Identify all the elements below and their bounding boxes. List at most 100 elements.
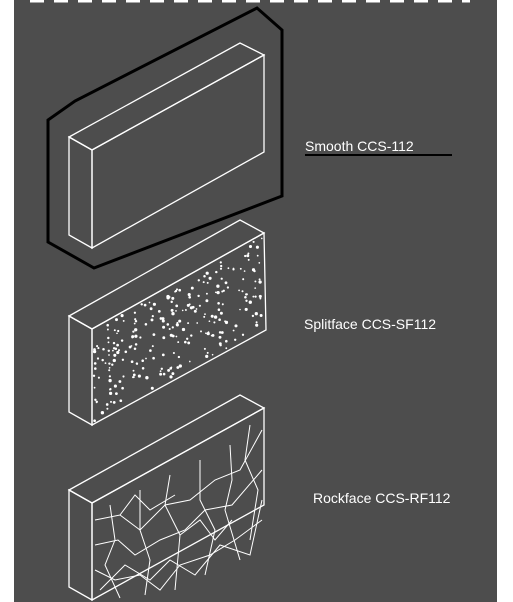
smooth-block[interactable] [67,42,266,250]
speckle-dot [255,321,258,324]
speckle-dot [150,318,154,322]
speckle-dot [205,332,207,335]
speckle-dot [92,374,96,378]
speckle-dot [244,254,247,258]
speckle-dot [247,252,250,255]
speckle-dot [159,317,163,320]
splitface-label[interactable]: Splitface CCS-SF112 [304,316,437,332]
speckle-dot [254,280,257,283]
speckle-dot [184,309,187,311]
speckle-dot [110,400,112,403]
speckle-dot [224,281,228,285]
speckle-dot [93,362,97,365]
speckle-dot [216,284,220,288]
speckle-dot [116,350,120,355]
speckle-dot [136,362,139,365]
speckle-dot [149,349,152,352]
speckle-dot [108,375,111,378]
speckle-dot [200,330,202,333]
speckle-dot [178,288,182,292]
speckle-dot [215,270,218,274]
speckle-dot [113,384,117,388]
speckle-dot [178,364,182,368]
speckle-dot [159,372,163,376]
speckle-dot [248,244,253,249]
speckle-dot [244,296,247,299]
speckle-dot [132,373,136,377]
speckle-dot [120,314,124,318]
speckle-dot [244,307,248,311]
speckle-dot [107,341,110,344]
speckle-dot [248,300,252,304]
speckle-dot [198,304,201,307]
speckle-dot [190,286,194,290]
speckle-dot [214,291,217,294]
speckle-dot [112,347,116,350]
speckle-dot [108,362,111,365]
speckle-dot [171,326,174,329]
speckle-dot [133,347,137,351]
speckle-dot [219,267,223,270]
speckle-dot [187,341,191,345]
speckle-dot [208,320,211,323]
speckle-dot [203,274,206,278]
speckle-dot [112,349,114,352]
speckle-dot [205,292,208,295]
speckle-dot [159,370,162,372]
speckle-dot [256,254,259,257]
speckle-dot [193,309,197,313]
speckle-dot [162,372,166,376]
speckle-dot [254,287,257,289]
speckle-dot [175,288,179,291]
speckle-dot [252,240,255,243]
speckle-dot [206,351,209,354]
speckle-dot [130,360,134,364]
speckle-dot [260,237,263,240]
speckle-dot [187,322,190,325]
speckle-dot [171,334,175,338]
speckle-dot [258,278,261,281]
speckle-dot [157,310,161,313]
speckle-dot [115,318,118,322]
speckle-dot [104,362,107,364]
speckle-dot [227,267,230,270]
rockface-label[interactable]: Rockface CCS-RF112 [313,490,451,506]
speckle-dot [258,280,262,284]
speckle-dot [189,306,193,310]
speckle-dot [172,351,175,355]
speckle-dot [117,329,120,333]
selection-underline [305,154,452,156]
speckle-dot [225,347,228,350]
speckle-dot [111,363,114,366]
speckle-dot [122,375,125,378]
speckle-dot [206,331,210,336]
splitface-block[interactable] [67,219,267,427]
speckle-dot [239,267,242,270]
smooth-label[interactable]: Smooth CCS-112 [305,138,414,154]
speckle-dot [133,311,137,314]
speckle-dot [133,322,136,325]
speckle-dot [211,333,215,337]
speckle-dot [92,349,97,354]
selection-outline[interactable] [46,6,284,270]
speckle-dot [186,337,189,340]
speckle-dot [145,376,149,380]
speckle-dot [112,358,116,363]
speckle-dot [106,407,109,410]
speckle-dot [245,293,248,296]
speckle-dot [258,294,262,298]
speckle-dot [242,278,245,281]
rockface-block[interactable] [67,394,266,602]
speckle-dot [176,323,179,327]
speckle-dot [94,398,97,402]
speckle-dot [170,300,173,304]
speckle-dot [93,386,96,389]
speckle-dot [202,281,205,284]
speckle-dot [258,262,261,264]
speckle-dot [187,293,191,297]
speckle-dot [225,339,228,343]
speckle-dot [100,411,105,415]
speckle-dot [106,328,109,331]
speckle-dot [167,368,171,372]
